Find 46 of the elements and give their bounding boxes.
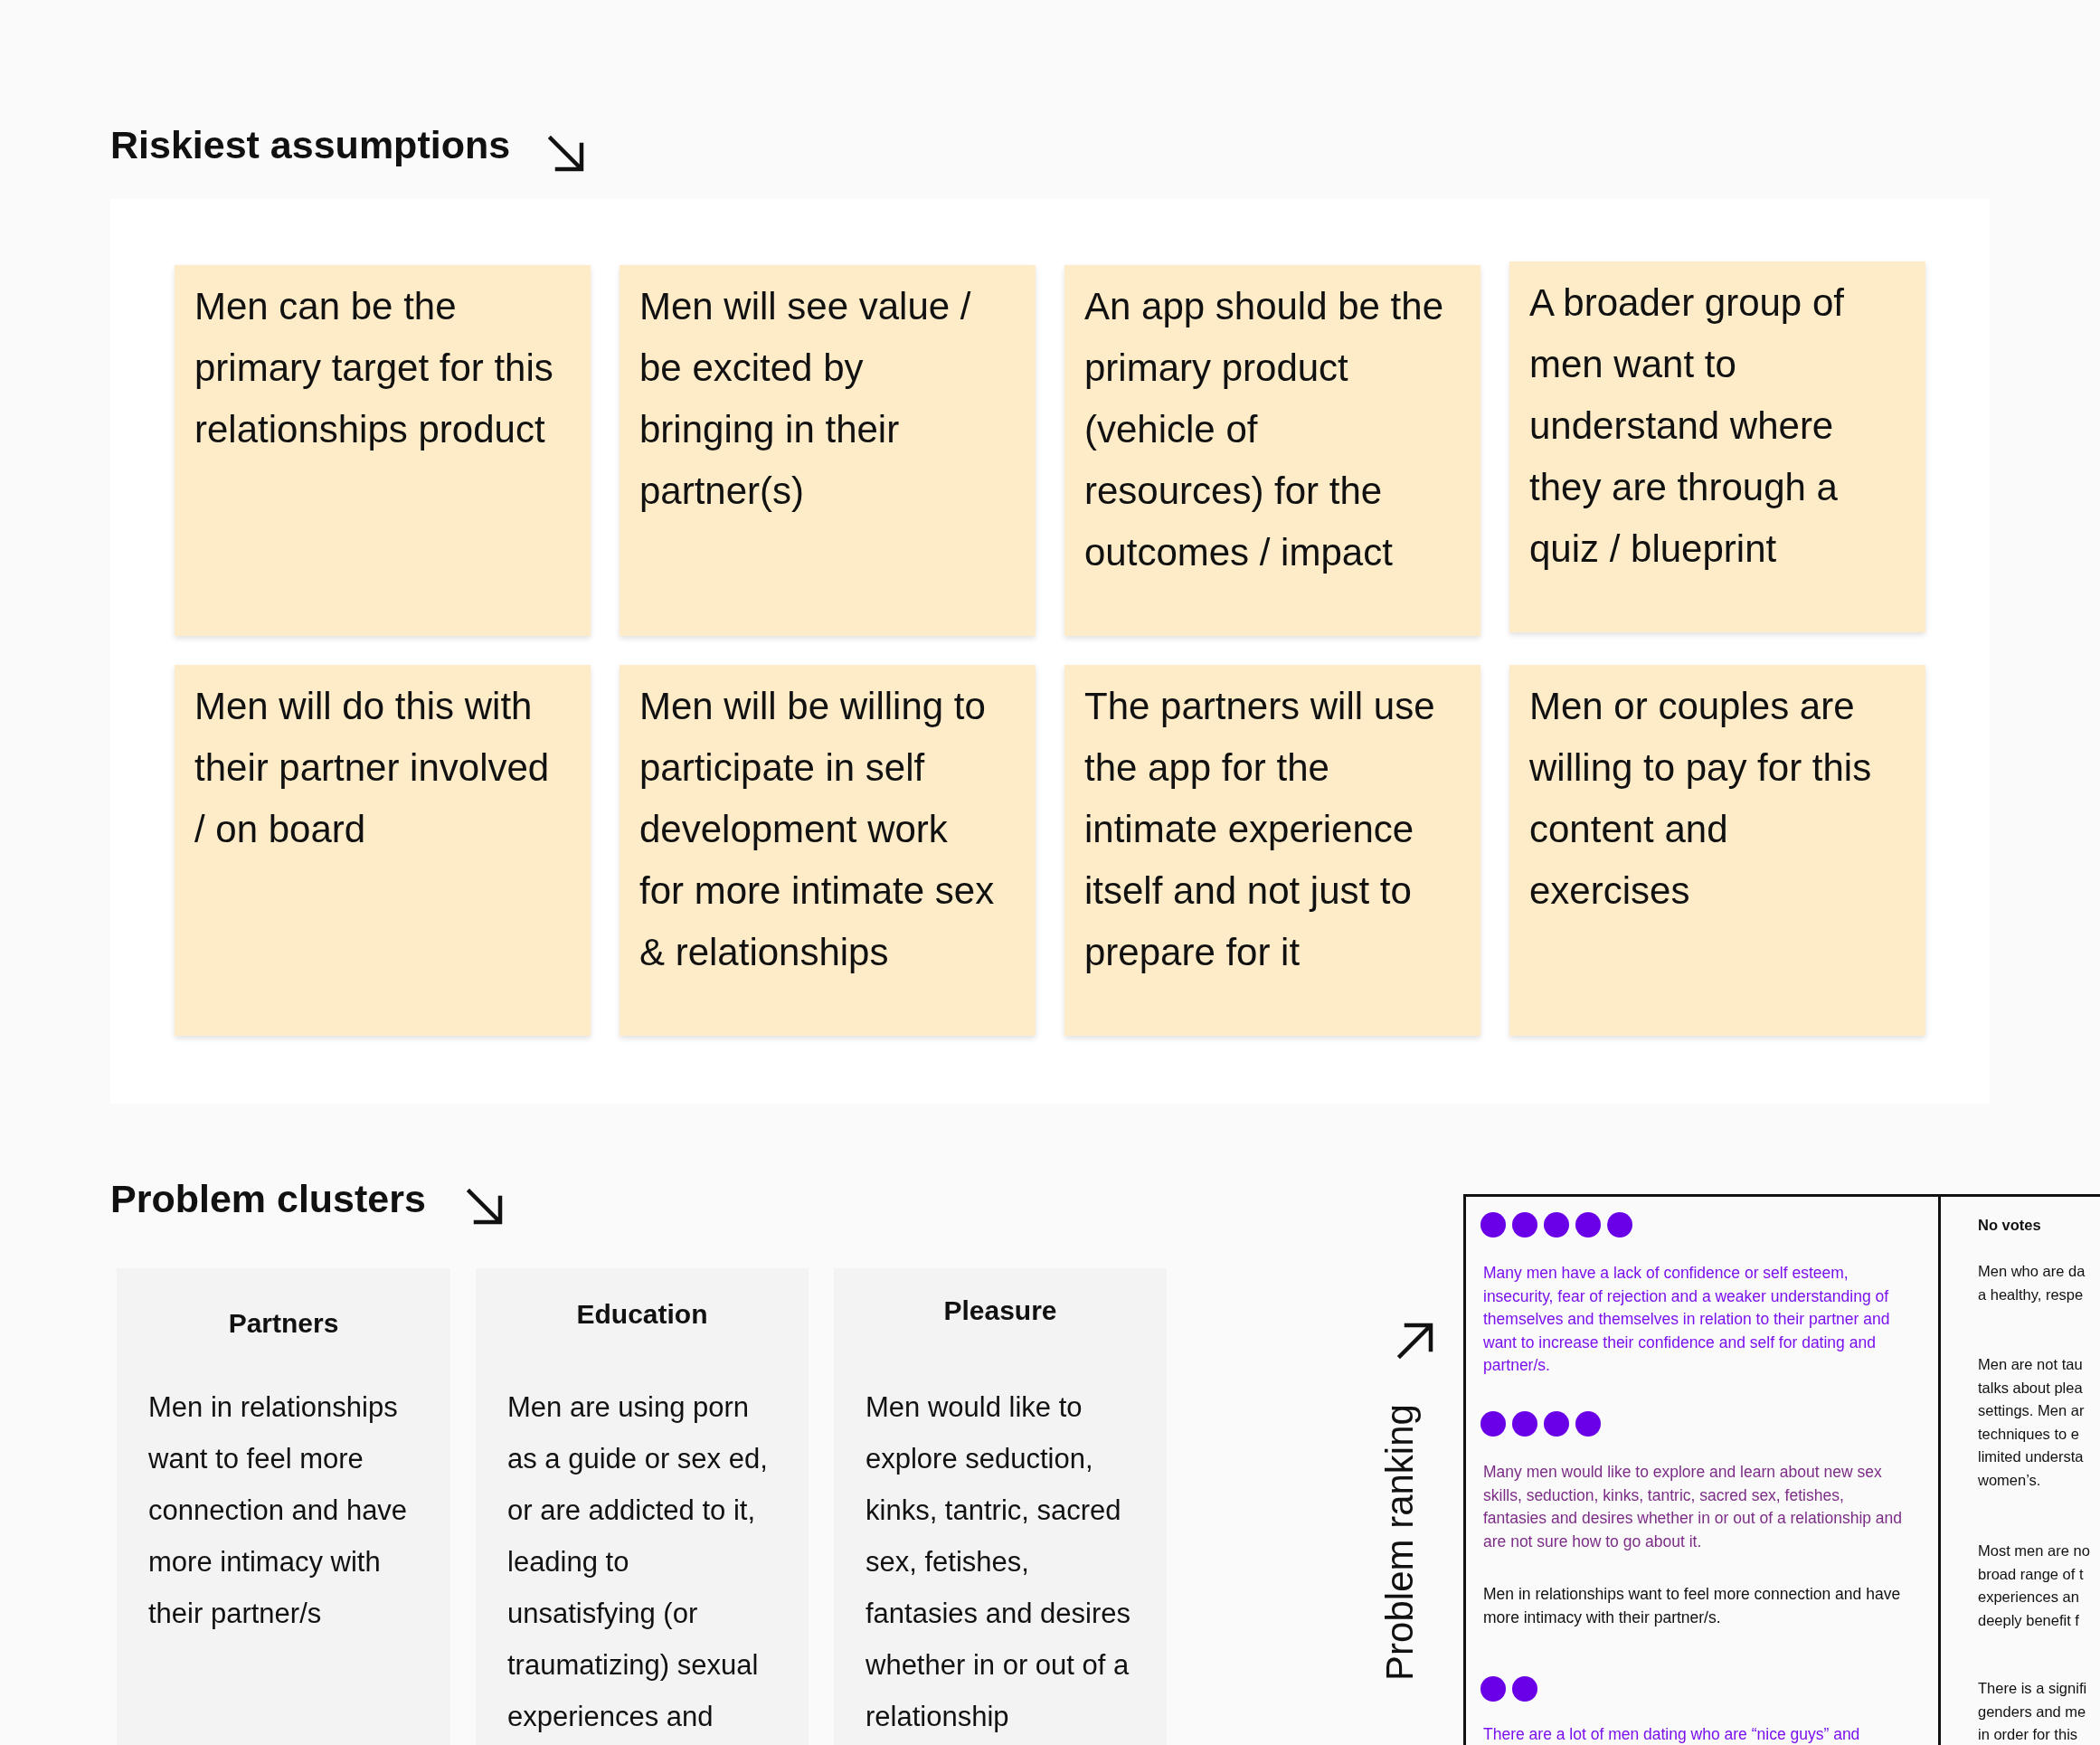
note-text: Men or couples are willing to pay for this content and exercises (1529, 684, 1873, 914)
problem-statement: There are a lot of men dating who are “nice guys” and (1483, 1724, 1861, 1745)
sticky-note (1064, 665, 1480, 1036)
problem-statement: Many men have a lack of confidence or self esteem, insecurity, fear of rejection and a weaker understanding of themselves and themselves in relation to their partner and want to increase their confidence and self for dating and partner/s. (1483, 1263, 1891, 1376)
problem-text: talks about plea (1978, 1378, 2083, 1398)
problem-text: in order for this (1978, 1725, 2078, 1744)
note-text: An app should be the primary product (vehicle of resources) for the outcomes / impact (1084, 284, 1444, 575)
cluster-heading: Pleasure (942, 1295, 1058, 1326)
cluster-text: Men in relationships want to feel more connection and have more intimacy with their partner/s (148, 1390, 409, 1631)
cluster-heading: Education (575, 1299, 709, 1330)
sticky-note (1064, 265, 1480, 636)
problem-text: deeply benefit f (1978, 1610, 2079, 1630)
cluster-text: Men would like to explore seduction, kinks, tantric, sacred sex, fetishes, fantasies and desires whether in or out of a relationship (866, 1390, 1131, 1734)
column-heading: No votes (1978, 1216, 2041, 1235)
note-text: Men will do this with their partner involved / on board (194, 684, 551, 852)
problem-text: Men are not tau (1978, 1355, 2083, 1374)
sticky-note (175, 265, 591, 636)
note-text: The partners will use the app for the intimate experience itself and not just to prepare for it (1084, 684, 1436, 975)
problem-text: There is a signifi (1978, 1679, 2087, 1698)
note-text: A broader group of men want to understand where they are through a quiz / blueprint (1529, 280, 1845, 572)
note-text: Men will be willing to participate in self development work for more intimate sex & relationships (639, 684, 996, 975)
problem-text: women’s. (1978, 1470, 2041, 1490)
problem-text: limited understa (1978, 1447, 2084, 1466)
note-text: Men will see value / be excited by bringing in their partner(s) (639, 284, 972, 514)
ranking-column (1463, 1194, 1941, 1745)
problem-statement: Many men would like to explore and learn about new sex skills, seduction, kinks, tantric, sacred sex, fetishes, fantasies and desires whether in or out of a relationship and are not sure how to go about it. (1483, 1462, 1904, 1552)
note-text: Men can be the primary target for this relationships product (194, 284, 554, 452)
problem-text: Most men are no (1978, 1541, 2090, 1560)
section-title: Problem ranking (1378, 1404, 1422, 1681)
sticky-note (620, 265, 1036, 636)
problem-statement: Men in relationships want to feel more connection and have more intimacy with their partner/s. (1483, 1584, 1902, 1628)
problem-text: techniques to e (1978, 1424, 2079, 1444)
problem-text: genders and me (1978, 1702, 2086, 1721)
sticky-note (175, 665, 591, 1036)
problem-text: experiences an (1978, 1588, 2079, 1607)
section-title: Problem clusters (110, 1177, 426, 1221)
problem-text: settings. Men ar (1978, 1401, 2085, 1420)
sticky-note (620, 665, 1036, 1036)
sticky-note (1509, 261, 1925, 632)
cluster-heading: Partners (227, 1308, 340, 1339)
cluster-text: Men are using porn as a guide or sex ed, or are addicted to it, leading to unsatisfying (or traumatizing) sexual experiences and (507, 1390, 769, 1734)
problem-text: Men who are da (1978, 1262, 2086, 1281)
problem-text: broad range of t (1978, 1564, 2084, 1584)
section-title: Riskiest assumptions (110, 123, 511, 167)
sticky-note (1509, 665, 1925, 1036)
problem-text: a healthy, respe (1978, 1285, 2084, 1304)
